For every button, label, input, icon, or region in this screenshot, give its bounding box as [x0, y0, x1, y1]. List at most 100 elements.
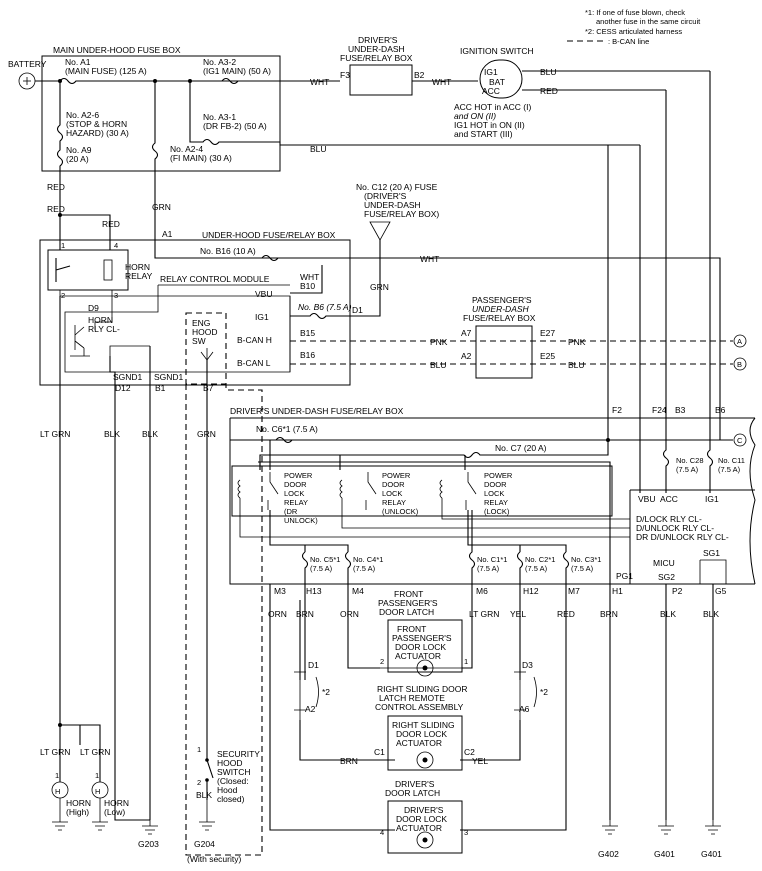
fuse-a1-sub: (MAIN FUSE) (125 A)	[65, 66, 147, 76]
pin-3: 3	[114, 291, 118, 300]
relay-contact-icon	[365, 472, 377, 510]
fuse-b16-label: No. B16 (10 A)	[200, 246, 256, 256]
connector-a	[733, 334, 747, 348]
wire-blu-label-bcan2: BLU	[568, 360, 585, 370]
wire-wht-label-4: WHT	[300, 272, 319, 282]
hood-sw-label-3: SW	[192, 336, 206, 346]
fuse-c11-amp: (7.5 A)	[718, 465, 741, 474]
fp-pin-1: 1	[464, 657, 468, 666]
wire-to-c	[719, 425, 730, 441]
rs-actuator-2: DOOR LOCK	[396, 729, 447, 739]
ignition-ig1: IG1	[484, 67, 498, 77]
horn-rly-cl-2: RLY CL-	[88, 324, 120, 334]
fuse-a26-sub2: HAZARD) (30 A)	[66, 128, 129, 138]
driver-fuse-top-title-2: UNDER-DASH	[348, 44, 405, 54]
rs-pin-c1: C1	[374, 747, 385, 757]
micu-drunlock: DR D/UNLOCK RLY CL-	[636, 532, 729, 542]
underhood-title: UNDER-HOOD FUSE/RELAY BOX	[202, 230, 336, 240]
fuse-c2	[516, 551, 524, 680]
hood-sw-dashed-box	[185, 312, 227, 385]
wire-orn-label-2: ORN	[340, 609, 359, 619]
pin-d1: D1	[352, 305, 363, 315]
dr-actuator-3: ACTUATOR	[396, 823, 442, 833]
micu: VBU ACC IG1 D/LOCK RLY CL- D/UNLOCK RLY …	[608, 71, 756, 596]
fp-title-2: PASSENGER'S	[378, 598, 438, 608]
rs-title-3: CONTROL ASSEMBLY	[375, 702, 464, 712]
rcm-vbu: VBU	[255, 289, 272, 299]
dr-actuator-2: DOOR LOCK	[396, 814, 447, 824]
fuse-a31-sub: (DR FB-2) (50 A)	[203, 121, 267, 131]
relay-contact-icon	[267, 472, 279, 510]
wire-red-label-4: RED	[557, 609, 575, 619]
rcm-sgnd1-2: SGND1	[154, 372, 184, 382]
fuse-c6-label: No. C6*1 (7.5 A)	[256, 424, 318, 434]
note-1a: *1: If one of fuse blown, check	[585, 8, 685, 17]
driver-actuator: DRIVER'S DOOR LATCH DRIVER'S DOOR LOCK A…	[380, 779, 468, 854]
right-grounds: G402 G401 G401	[598, 820, 722, 859]
fuse-c4	[344, 551, 380, 669]
micu-sg2: SG2	[658, 572, 675, 582]
underhood-outline	[39, 239, 351, 386]
pass-fuse-title-3: FUSE/RELAY BOX	[463, 313, 536, 323]
wire-pnk-label-1: PNK	[430, 337, 448, 347]
fuse-c5-amp: (7.5 A)	[310, 564, 333, 573]
ground-g203: G203	[138, 839, 159, 849]
cess-right-a6: A6	[519, 704, 530, 714]
relay1-l4: RELAY	[284, 498, 308, 507]
ignition-note-4: and START (III)	[454, 129, 513, 139]
wire-main-fuse	[35, 77, 340, 85]
pin-b2: B2	[414, 70, 425, 80]
ignition-switch: IGNITION SWITCH IG1 BAT ACC BLU RED ACC …	[454, 46, 710, 139]
micu-break-line	[749, 417, 756, 585]
pin-g5: G5	[715, 586, 727, 596]
wire-fi-main	[151, 81, 159, 205]
ground-icon	[602, 820, 618, 835]
micu-dunlock: D/UNLOCK RLY CL-	[636, 523, 714, 533]
micu-ig1: IG1	[705, 494, 719, 504]
pin-e27: E27	[540, 328, 555, 338]
fuse-c11-label: No. C11	[718, 456, 745, 465]
wire-pnk-label-2: PNK	[568, 337, 586, 347]
cess-harness-right: D3 A6 *2 YEL	[460, 660, 548, 766]
horn-high-label-2: (High)	[66, 807, 89, 817]
driver-fuse-top-outline	[349, 64, 413, 96]
wire-ig1-b6	[290, 312, 344, 320]
c12-label-4: FUSE/RELAY BOX)	[364, 209, 439, 219]
wire-blu-label-bcan1: BLU	[430, 360, 447, 370]
fuse-b16-symbol	[261, 254, 279, 262]
wire-red-label-1: RED	[47, 182, 65, 192]
pin-2: 2	[61, 291, 65, 300]
rs-title-2: LATCH REMOTE	[379, 693, 445, 703]
wire-ltgrn-horn3	[80, 724, 101, 745]
relay2-l3: LOCK	[382, 489, 402, 498]
fuse-c1	[462, 510, 476, 669]
horn-relay-contact	[55, 258, 71, 282]
hood-sw-diode-icon	[200, 348, 214, 361]
eng-hood-switch: ENG HOOD SW	[185, 312, 263, 856]
wire-ltgrn-label-1: LT GRN	[40, 429, 70, 439]
relay3-l1: POWER	[484, 471, 513, 480]
wire-brn-label-3: BRN	[340, 756, 358, 766]
wire-red-2	[60, 214, 111, 250]
fuse-a24-label: No. A2-4	[170, 144, 203, 154]
wire-lock-cl	[441, 498, 630, 520]
fuse-c1-label: No. C1*1	[477, 555, 507, 564]
wire-brn-label-2: BRN	[600, 609, 618, 619]
ground-g204: G204	[194, 839, 215, 849]
motor-icon	[416, 751, 434, 769]
relay3-l4: RELAY	[484, 498, 508, 507]
fp-actuator-3: DOOR LOCK	[395, 642, 446, 652]
horn-relay-label-1: HORN	[125, 262, 150, 272]
dr-pin-3: 3	[464, 828, 468, 837]
micu-acc: ACC	[660, 494, 678, 504]
cess-harness-left-symbol	[294, 664, 306, 720]
ground-icon	[199, 800, 215, 831]
rcm-bcanl: B-CAN L	[237, 358, 271, 368]
pin-e25: E25	[540, 351, 555, 361]
wire-yel-rs	[460, 720, 521, 761]
c12-fuse: No. C12 (20 A) FUSE (DRIVER'S UNDER-DASH…	[344, 182, 439, 317]
micu-name: MICU	[653, 558, 675, 568]
cess-left-d1: D1	[308, 660, 319, 670]
wire-red-label-2: RED	[47, 204, 65, 214]
relay-dr-unlock: POWER DOOR LOCK RELAY (DR UNLOCK)	[237, 471, 318, 525]
